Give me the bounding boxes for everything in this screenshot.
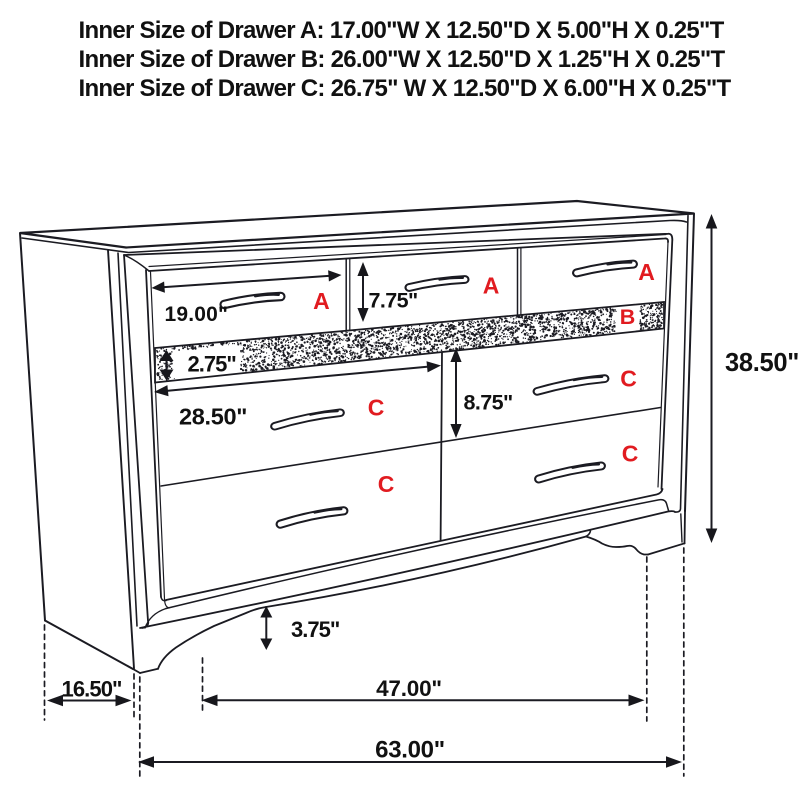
svg-text:A: A — [638, 259, 655, 285]
svg-text:A: A — [313, 288, 330, 314]
svg-text:Inner Size of Drawer B: 26.00": Inner Size of Drawer B: 26.00"W X 12.50"… — [79, 46, 726, 73]
svg-text:3.75": 3.75" — [291, 617, 339, 642]
svg-text:2.75": 2.75" — [188, 352, 236, 377]
svg-text:C: C — [620, 366, 637, 392]
svg-text:A: A — [483, 273, 500, 299]
svg-text:C: C — [368, 395, 385, 421]
svg-text:C: C — [622, 441, 639, 467]
svg-text:8.75": 8.75" — [464, 391, 513, 415]
svg-text:47.00": 47.00" — [376, 676, 442, 701]
svg-text:19.00": 19.00" — [165, 303, 229, 326]
svg-text:63.00": 63.00" — [375, 737, 445, 764]
svg-text:C: C — [378, 471, 395, 497]
svg-text:28.50": 28.50" — [179, 404, 247, 430]
svg-text:Inner Size of Drawer A: 17.00": Inner Size of Drawer A: 17.00"W X 12.50"… — [79, 17, 725, 44]
svg-text:38.50": 38.50" — [725, 349, 799, 377]
svg-text:16.50": 16.50" — [62, 677, 122, 702]
svg-text:Inner Size of Drawer C: 26.75": Inner Size of Drawer C: 26.75" W X 12.50… — [79, 75, 732, 102]
svg-text:7.75": 7.75" — [369, 289, 418, 313]
svg-text:B: B — [620, 305, 636, 329]
